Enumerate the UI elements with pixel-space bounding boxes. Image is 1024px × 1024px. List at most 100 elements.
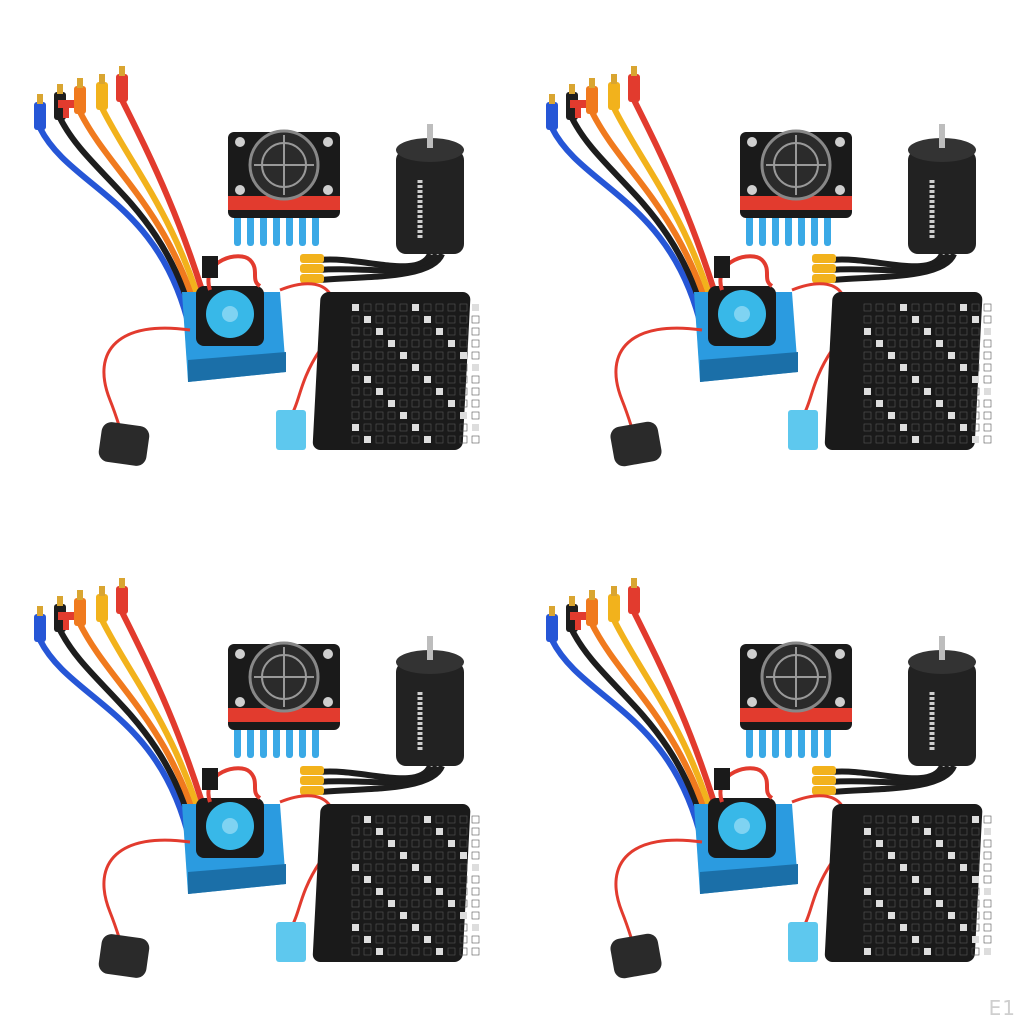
card-grid-cell <box>399 875 408 884</box>
card-led <box>900 924 907 931</box>
card-grid-cell <box>959 435 968 444</box>
card-grid-cell <box>435 351 444 360</box>
card-grid-cell <box>875 375 884 384</box>
gold-pin <box>77 78 83 88</box>
card-grid-cell <box>351 851 360 860</box>
card-grid-cell <box>947 387 956 396</box>
card-led <box>900 424 907 431</box>
card-grid-cell <box>363 399 372 408</box>
card-led <box>412 304 419 311</box>
card-grid-cell <box>363 887 372 896</box>
card-grid-cell <box>923 815 932 824</box>
motor-phase-wire <box>831 252 945 270</box>
card-grid-cell <box>947 375 956 384</box>
power-wire <box>589 621 717 845</box>
card-grid-cell <box>363 947 372 956</box>
motor-phase-wire <box>319 764 433 782</box>
card-grid-cell <box>435 923 444 932</box>
card-grid-cell <box>971 327 980 336</box>
card-grid-cell <box>899 827 908 836</box>
card-grid-cell <box>935 947 944 956</box>
card-grid-cell <box>363 827 372 836</box>
card-grid-cell <box>387 911 396 920</box>
phase-connector <box>812 776 836 785</box>
card-grid-cell <box>351 339 360 348</box>
card-grid-cell <box>863 303 872 312</box>
card-led <box>876 840 883 847</box>
card-grid-cell <box>947 935 956 944</box>
card-grid-cell <box>875 435 884 444</box>
esc-case-base <box>188 864 286 894</box>
card-grid-cell <box>971 827 980 836</box>
card-grid-cell <box>423 863 432 872</box>
card-led <box>984 328 991 335</box>
card-grid-cell <box>411 911 420 920</box>
card-grid-cell <box>911 887 920 896</box>
esc-motor-kit-panel <box>512 512 1024 1024</box>
card-led <box>388 900 395 907</box>
card-led <box>424 316 431 323</box>
esc-case-base <box>188 352 286 382</box>
card-led <box>924 328 931 335</box>
card-grid-cell <box>351 935 360 944</box>
card-led <box>948 912 955 919</box>
card-grid-cell <box>387 875 396 884</box>
card-grid-cell <box>899 839 908 848</box>
card-grid-cell <box>971 947 980 956</box>
bullet-connector <box>116 586 128 614</box>
card-grid-cell <box>447 315 456 324</box>
card-grid-cell <box>423 911 432 920</box>
card-led <box>364 316 371 323</box>
card-grid-cell <box>471 351 480 360</box>
card-grid-cell <box>959 875 968 884</box>
card-grid-cell <box>983 351 992 360</box>
phase-connector <box>300 264 324 273</box>
card-led <box>972 936 979 943</box>
card-grid-cell <box>411 339 420 348</box>
card-led <box>424 876 431 883</box>
phase-connector <box>300 274 324 283</box>
card-grid-cell <box>351 839 360 848</box>
bullet-connector <box>546 102 558 130</box>
card-grid-cell <box>423 399 432 408</box>
card-grid-cell <box>971 339 980 348</box>
card-grid-cell <box>387 923 396 932</box>
card-led <box>400 912 407 919</box>
card-grid-cell <box>911 839 920 848</box>
card-grid-cell <box>887 827 896 836</box>
card-grid-cell <box>935 423 944 432</box>
power-wire <box>57 627 199 845</box>
card-led <box>960 424 967 431</box>
phase-connector <box>300 776 324 785</box>
card-lead-connector <box>276 922 306 962</box>
card-grid-cell <box>959 375 968 384</box>
card-grid-cell <box>983 363 992 372</box>
card-grid-cell <box>863 815 872 824</box>
esc-power-wires <box>546 578 729 845</box>
card-grid-cell <box>947 303 956 312</box>
card-grid-cell <box>983 435 992 444</box>
esc-fan-hub <box>222 818 238 834</box>
card-grid-cell <box>935 315 944 324</box>
card-led <box>900 304 907 311</box>
card-led <box>948 352 955 359</box>
card-grid-cell <box>423 839 432 848</box>
card-led <box>888 352 895 359</box>
card-grid-cell <box>459 303 468 312</box>
card-grid-cell <box>923 851 932 860</box>
switch-wire <box>614 326 703 441</box>
programming-card <box>276 282 480 450</box>
phase-connector <box>300 786 324 795</box>
card-grid-cell <box>423 923 432 932</box>
card-grid-cell <box>863 375 872 384</box>
card-grid-cell <box>947 827 956 836</box>
card-grid-cell <box>923 315 932 324</box>
card-grid-cell <box>983 839 992 848</box>
card-grid-cell <box>399 303 408 312</box>
brushless-motor <box>812 636 976 795</box>
fan-housing-band <box>740 708 852 722</box>
phase-connector <box>812 274 836 283</box>
card-grid-cell <box>387 887 396 896</box>
card-led <box>936 400 943 407</box>
